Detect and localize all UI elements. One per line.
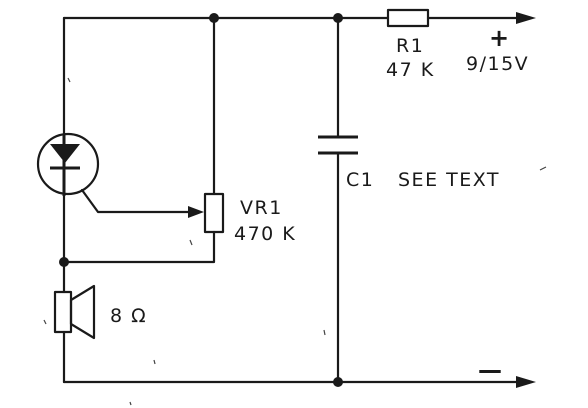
scan-speck bbox=[43, 319, 47, 325]
c1-ref-label: C1 bbox=[346, 169, 374, 191]
lamp-to-wiper-wire bbox=[80, 188, 194, 214]
positive-arrow-icon bbox=[516, 12, 536, 24]
scan-speck bbox=[189, 239, 193, 246]
scan-speck bbox=[323, 329, 326, 336]
positive-sign-label: + bbox=[489, 24, 509, 52]
vr1-value-label: 470 K bbox=[234, 223, 296, 245]
junction-dot bbox=[333, 13, 343, 23]
r1-resistor bbox=[386, 8, 430, 28]
junction-dot bbox=[59, 257, 69, 267]
junction-dot bbox=[333, 377, 343, 387]
negative-arrow-icon bbox=[516, 376, 536, 388]
scan-speck bbox=[67, 77, 71, 83]
speaker-impedance-label: 8 Ω bbox=[110, 305, 147, 327]
scan-speck bbox=[129, 401, 132, 406]
wiper-arrow-icon bbox=[188, 206, 204, 218]
scan-speck bbox=[153, 359, 156, 365]
c1-note-label: SEE TEXT bbox=[398, 169, 500, 191]
speaker-icon bbox=[53, 284, 96, 340]
supply-voltage-label: 9/15V bbox=[466, 53, 529, 75]
indicator-lamp-icon bbox=[36, 132, 100, 196]
r1-ref-label: R1 bbox=[396, 35, 424, 57]
vr1-bottom-wire bbox=[62, 230, 216, 264]
scan-speck bbox=[539, 166, 547, 171]
negative-sign-label: — bbox=[478, 356, 502, 384]
vr1-potentiometer bbox=[203, 192, 225, 234]
vr1-ref-label: VR1 bbox=[240, 197, 283, 219]
blank-patch bbox=[370, 268, 512, 320]
junction-dot bbox=[209, 13, 219, 23]
r1-value-label: 47 K bbox=[386, 59, 435, 81]
